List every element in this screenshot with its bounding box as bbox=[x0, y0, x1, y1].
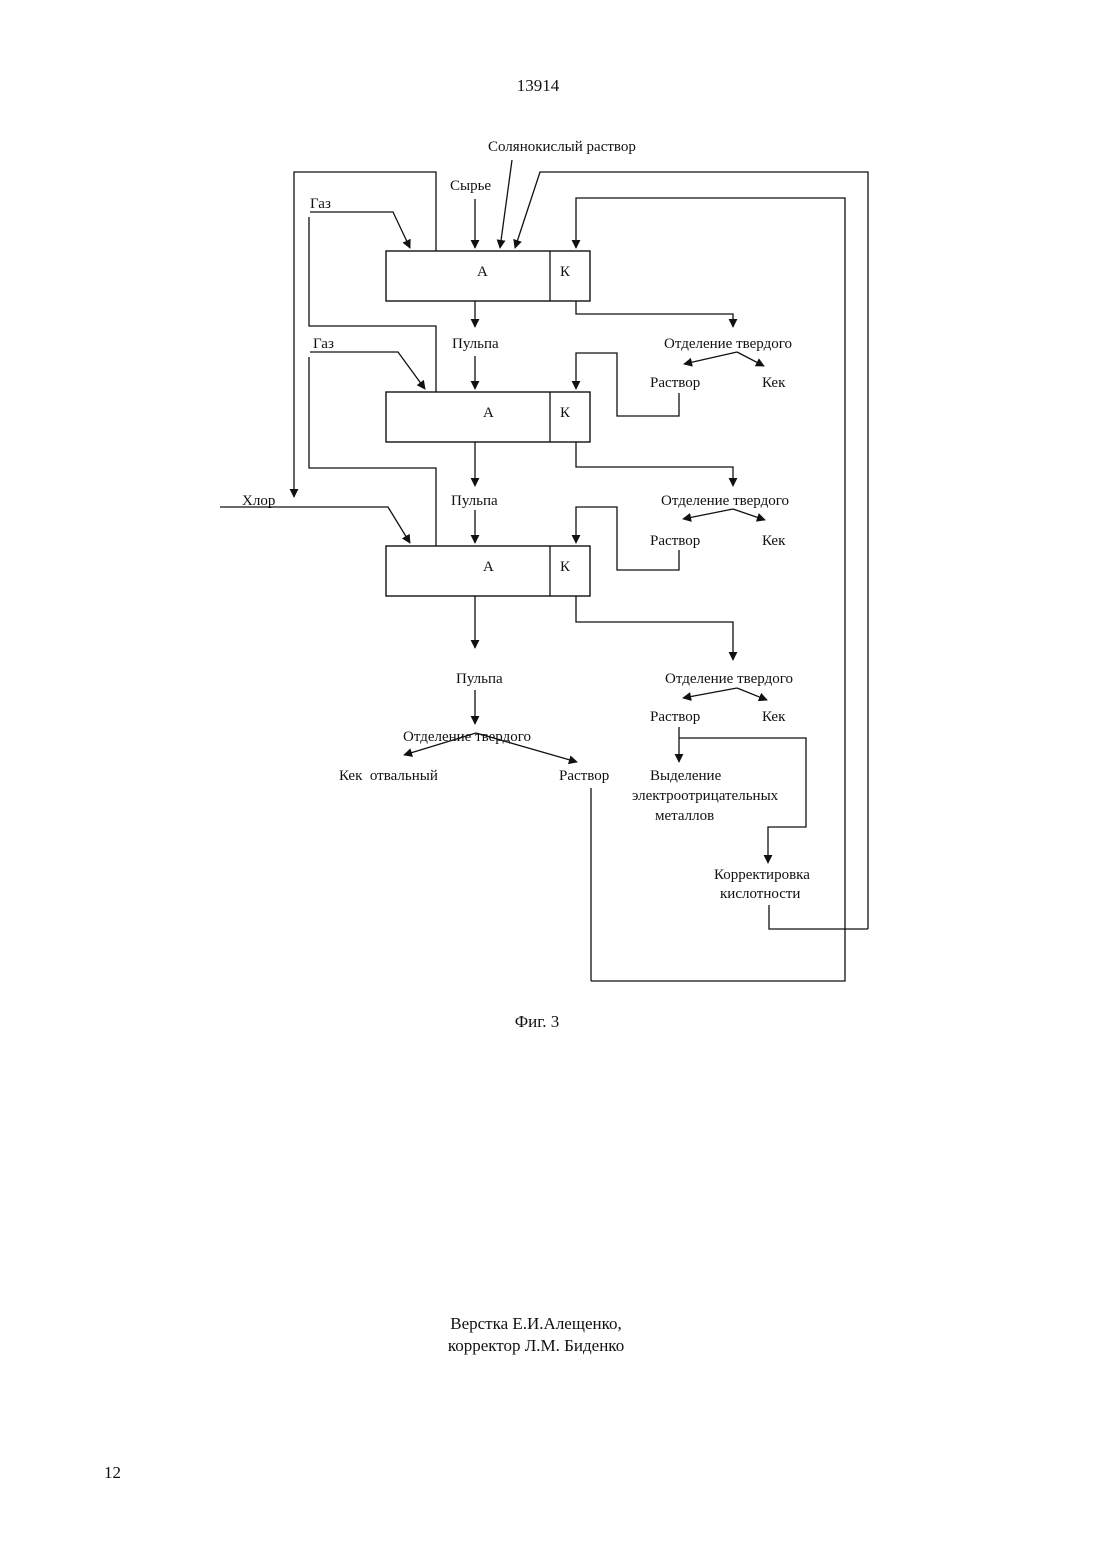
hcl-arrow-1 bbox=[500, 160, 512, 248]
credits-line-1: Верстка Е.И.Алещенко, bbox=[386, 1314, 686, 1334]
acidity-correction-line-1: Корректировка bbox=[714, 867, 810, 883]
cathode-outflow-2 bbox=[576, 442, 733, 486]
anode-label-2: А bbox=[483, 405, 494, 421]
separation-title-2: Отделение твердого bbox=[661, 493, 789, 509]
cathode-label-2: К bbox=[560, 405, 571, 421]
gas-2-arrow bbox=[310, 352, 425, 389]
final-solution-label: Раствор bbox=[559, 768, 609, 784]
separation-cake-3: Кек bbox=[762, 709, 786, 725]
metal-recovery-line-3: металлов bbox=[655, 808, 714, 824]
cathode-label-3: К bbox=[560, 559, 571, 575]
catholyte-recycle-1 bbox=[576, 198, 845, 981]
chlorine-label: Хлор bbox=[242, 493, 275, 509]
separation-solution-1: Раствор bbox=[650, 375, 700, 391]
credits-line-2: корректор Л.М. Биденко bbox=[386, 1336, 686, 1356]
anode-label-1: А bbox=[477, 264, 488, 280]
gas-label-2: Газ bbox=[313, 336, 334, 352]
metal-recovery-line-2: электроотрицательных bbox=[632, 788, 779, 804]
cathode-outflow-3 bbox=[576, 596, 733, 660]
acidity-correction-line-2: кислотности bbox=[720, 886, 800, 902]
anode-gas-pipe-1 bbox=[294, 172, 436, 497]
page-number: 12 bbox=[104, 1463, 121, 1483]
gas-label-1: Газ bbox=[310, 196, 331, 212]
pulp-label-2: Пульпа bbox=[451, 493, 498, 509]
cathode-outflow-1 bbox=[576, 301, 733, 327]
separation-solution-3: Раствор bbox=[650, 709, 700, 725]
anode-gas-pipe-2 bbox=[309, 217, 436, 392]
cathode-label-1: К bbox=[560, 264, 571, 280]
anode-label-3: А bbox=[483, 559, 494, 575]
separation-title-1: Отделение твердого bbox=[664, 336, 792, 352]
figure-caption: Фиг. 3 bbox=[487, 1012, 587, 1032]
separation-solution-2: Раствор bbox=[650, 533, 700, 549]
separation-cake-1: Кек bbox=[762, 375, 786, 391]
raw-material-label: Сырье bbox=[450, 178, 491, 194]
anode-gas-pipe-3 bbox=[309, 357, 436, 546]
separation-title-3: Отделение твердого bbox=[665, 671, 793, 687]
metal-recovery-line-1: Выделение bbox=[650, 768, 722, 784]
acidity-correction-return bbox=[769, 905, 868, 929]
pulp-label-3: Пульпа bbox=[456, 671, 503, 687]
gas-1-arrow bbox=[310, 212, 410, 248]
separation-cake-2: Кек bbox=[762, 533, 786, 549]
pulp-label-1: Пульпа bbox=[452, 336, 499, 352]
final-cake-label: Кек отвальный bbox=[339, 768, 438, 784]
hcl-solution-label: Солянокислый раствор bbox=[488, 139, 636, 155]
final-separation-title: Отделение твердого bbox=[403, 729, 531, 745]
chlorine-arrow bbox=[294, 507, 410, 543]
